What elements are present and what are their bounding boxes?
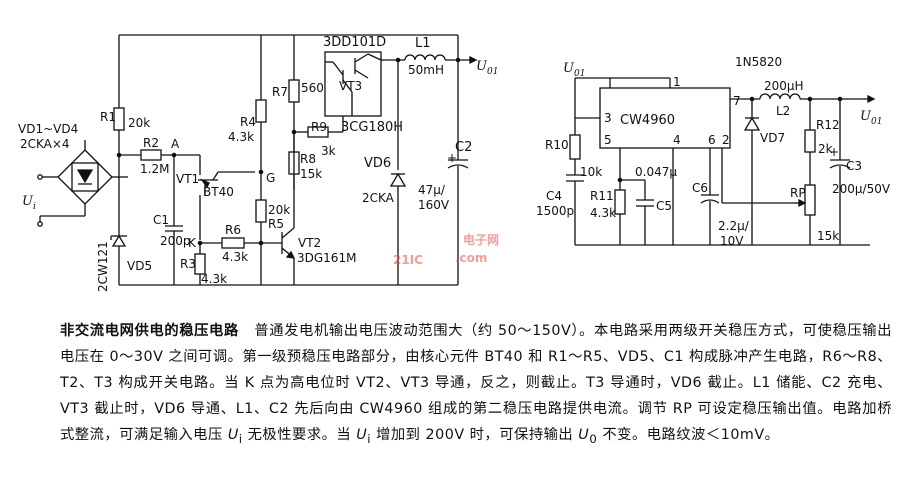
label-node-a: A [171, 137, 180, 151]
label-pin2: 2 [722, 133, 730, 147]
label-r5-val: 20k [268, 203, 290, 217]
label-l2: L2 [776, 104, 790, 118]
label-r10: R10 [545, 138, 569, 152]
label-r1: R1 [100, 110, 116, 124]
watermark-dotcom: .com [455, 251, 487, 265]
label-c6-v: 10V [720, 234, 744, 248]
label-r8-val: 15k [300, 167, 322, 181]
caption-u0-sub: 0 [589, 431, 598, 446]
label-l1-val: 50mH [408, 63, 444, 77]
label-r6: R6 [225, 223, 241, 237]
label-c3-plus: + [829, 145, 839, 159]
label-bt40: BT40 [203, 185, 234, 199]
caption-title: 非交流电网供电的稳压电路 [60, 323, 239, 339]
label-u01-in: U01 [563, 61, 585, 79]
label-cw4960: CW4960 [620, 113, 675, 128]
label-c5-val: 0.047μ [635, 165, 677, 179]
caption-ui-2-sub: i [367, 431, 372, 446]
label-c2-val: 47μ/ [418, 183, 446, 197]
label-r3-val: 4.3k [201, 272, 227, 286]
label-rp-val: 15k [817, 229, 839, 243]
second-regulator-circuit: U01 1N5820 CW4960 1 3 5 4 6 2 7 200μH L2… [536, 55, 891, 248]
label-u01-left: U01 [476, 59, 498, 77]
caption-u0: U [578, 427, 590, 443]
label-node-k: K [188, 236, 197, 250]
label-r5: R5 [268, 217, 284, 231]
label-c2-plus: + [447, 151, 457, 165]
label-3dd101d: 3DD101D [323, 35, 386, 50]
label-vd6-part: 2CKA [362, 191, 395, 205]
caption: 非交流电网供电的稳压电路 普通发电机输出电压波动范围大（约 50～150V）。本… [60, 318, 892, 452]
label-c2: C2 [455, 140, 472, 155]
caption-body4: 不变。电路纹波＜10mV。 [597, 427, 780, 443]
label-pin6: 6 [708, 133, 716, 147]
label-r11-val: 4.3k [590, 206, 616, 220]
label-vd5: VD5 [127, 259, 152, 273]
caption-body3: 增加到 200V 时，可保持输出 [371, 427, 579, 443]
watermark-logo: 21IC [393, 253, 423, 267]
label-bridge-part: 2CKA×4 [20, 137, 70, 151]
label-zener-part: 2CW121 [96, 241, 110, 292]
label-c1-val: 200p [160, 234, 191, 248]
caption-ui-1: U [227, 427, 239, 443]
label-r10-val: 10k [580, 165, 602, 179]
label-r2-val: 1.2M [140, 162, 169, 176]
label-r3: R3 [180, 257, 196, 271]
watermark-sub: 电子网 [463, 232, 499, 247]
label-vt2: VT2 [298, 236, 321, 250]
label-c4-val: 1500p [536, 204, 574, 218]
label-r2: R2 [143, 136, 159, 150]
label-uo-out: U01 [860, 109, 882, 127]
label-r12: R12 [816, 118, 840, 132]
label-r4: R4 [240, 115, 256, 129]
label-r6-val: 4.3k [222, 250, 248, 264]
caption-body: 普通发电机输出电压波动范围大（约 50～150V）。本电路采用两级开关稳压方式，… [60, 323, 893, 443]
label-3cg180h: 3CG180H [341, 120, 403, 135]
label-r7-val: 560 [301, 81, 324, 95]
caption-ui-2: U [356, 427, 368, 443]
label-l1: L1 [415, 36, 431, 51]
circuit-schematic: VD1~VD4 2CKA×4 Ui R1 20k R2 1.2M A VD5 2… [18, 34, 891, 292]
label-c6: C6 [692, 181, 708, 195]
label-r9: R9 [311, 120, 327, 134]
label-pin5: 5 [604, 133, 612, 147]
label-vd1-vd4: VD1~VD4 [18, 122, 78, 136]
label-c3-val: 200μ/50V [832, 182, 891, 196]
label-pin7: 7 [733, 94, 741, 108]
label-vd6: VD6 [364, 156, 391, 171]
caption-body2: 无极性要求。当 [242, 427, 357, 443]
label-r8: R8 [300, 152, 316, 166]
caption-ui-1-sub: i [238, 431, 243, 446]
label-r1-val: 20k [128, 116, 150, 130]
label-c3: C3 [846, 159, 862, 173]
label-r4-val: 4.3k [228, 130, 254, 144]
label-c1: C1 [153, 213, 169, 227]
label-pin1: 1 [673, 75, 681, 89]
watermark: 21IC 电子网 .com [393, 232, 499, 267]
label-rp: RP [790, 186, 806, 200]
label-r11: R11 [590, 189, 614, 203]
label-l2-val: 200μH [764, 79, 804, 93]
label-pin3: 3 [604, 111, 612, 125]
label-vt1: VT1 [176, 172, 199, 186]
label-vd7: VD7 [760, 131, 785, 145]
label-r12-val: 2k [818, 142, 833, 156]
label-c5: C5 [656, 199, 672, 213]
label-c4: C4 [546, 189, 562, 203]
pre-regulator-circuit: VD1~VD4 2CKA×4 Ui R1 20k R2 1.2M A VD5 2… [18, 34, 498, 292]
label-c2-v: 160V [418, 198, 450, 212]
label-node-g: G [266, 171, 275, 185]
label-r7: R7 [272, 85, 288, 99]
bridge-rectifier [37, 140, 128, 227]
label-pin4: 4 [673, 133, 681, 147]
label-1n5820: 1N5820 [735, 55, 782, 69]
label-c6-val: 2.2μ/ [718, 219, 750, 233]
caption-paragraph: 非交流电网供电的稳压电路 普通发电机输出电压波动范围大（约 50～150V）。本… [60, 318, 892, 452]
label-ui: Ui [22, 194, 36, 212]
label-vt2-part: 3DG161M [297, 251, 356, 265]
label-r9-val: 3k [321, 144, 336, 158]
